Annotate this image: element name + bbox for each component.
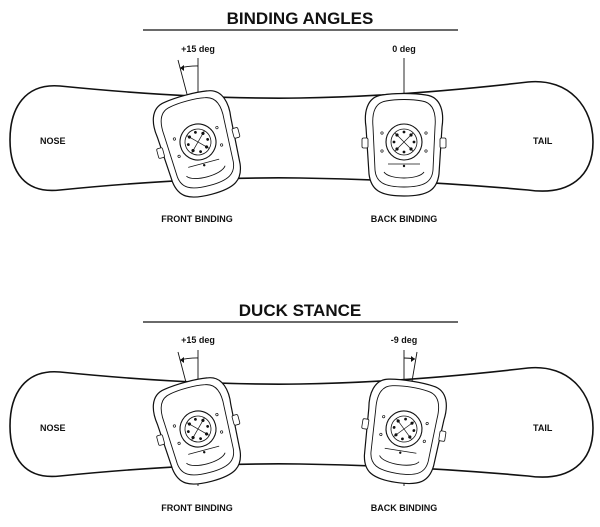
back-binding: 0 deg BACK BINDING bbox=[361, 44, 447, 224]
panel-title: BINDING ANGLES bbox=[227, 9, 374, 28]
back-binding: -9 deg BACK BINDING bbox=[353, 335, 454, 513]
nose-label: NOSE bbox=[40, 136, 66, 146]
snowboard-outline bbox=[9, 366, 594, 478]
front-binding-label: FRONT BINDING bbox=[161, 503, 233, 513]
binding-icon bbox=[361, 92, 447, 197]
arrow-icon bbox=[411, 356, 415, 362]
front-binding: +15 deg FRONT BINDING bbox=[144, 44, 254, 224]
front-binding-label: FRONT BINDING bbox=[161, 214, 233, 224]
binding-icon bbox=[353, 373, 454, 490]
panel-duck-stance: DUCK STANCE NOSE TAIL +15 deg FRONT BIND… bbox=[9, 301, 594, 513]
front-angle-label: +15 deg bbox=[181, 44, 215, 54]
front-angle-label: +15 deg bbox=[181, 335, 215, 345]
nose-label: NOSE bbox=[40, 423, 66, 433]
back-binding-label: BACK BINDING bbox=[371, 214, 438, 224]
arrow-icon bbox=[180, 65, 184, 71]
panel-title: DUCK STANCE bbox=[239, 301, 361, 320]
front-binding: +15 deg FRONT BINDING bbox=[144, 335, 254, 513]
tail-label: TAIL bbox=[533, 423, 553, 433]
back-angle-label: 0 deg bbox=[392, 44, 416, 54]
binding-icon bbox=[144, 83, 254, 206]
binding-icon bbox=[144, 370, 254, 493]
arrow-icon bbox=[180, 357, 184, 363]
back-angle-label: -9 deg bbox=[391, 335, 418, 345]
panel-binding-angles: BINDING ANGLES NOSE TAIL +15 deg FRONT B… bbox=[9, 9, 594, 224]
back-binding-label: BACK BINDING bbox=[371, 503, 438, 513]
tail-label: TAIL bbox=[533, 136, 553, 146]
snowboard-outline bbox=[9, 80, 594, 192]
